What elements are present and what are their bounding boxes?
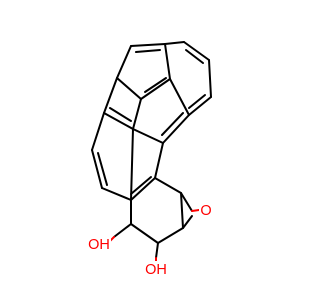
epoxide-oxygen: O	[199, 202, 213, 219]
molecular-structure: O OH OH	[87, 41, 213, 278]
epoxide-oxygen-label: O	[200, 203, 211, 219]
atom-labels: O OH OH	[87, 202, 213, 278]
hydroxyl-lower: OH	[144, 261, 168, 278]
hydroxyl-upper-label: OH	[88, 237, 110, 253]
hydroxyl-upper: OH	[87, 236, 111, 253]
hydroxyl-lower-label: OH	[145, 262, 167, 278]
bond-lines	[91, 41, 212, 263]
